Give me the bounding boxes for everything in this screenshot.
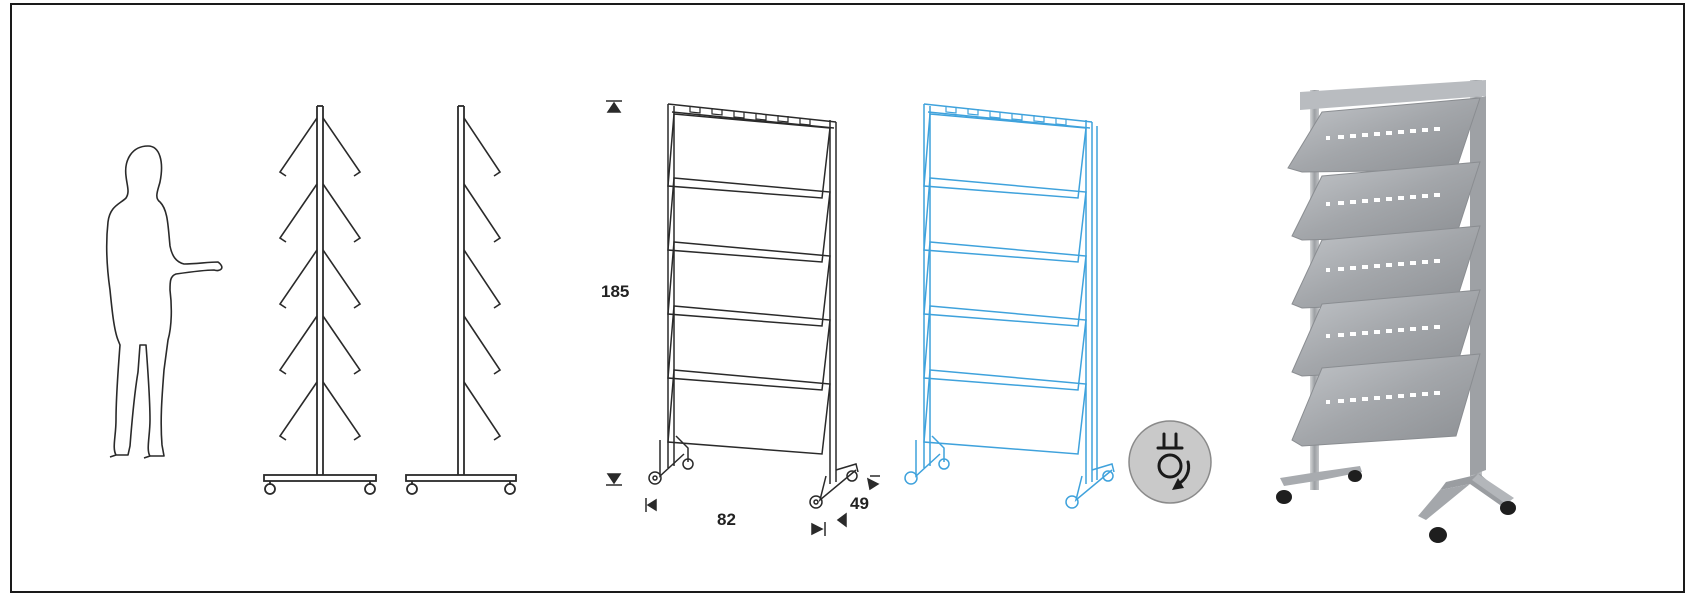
- person-silhouette: [105, 145, 223, 459]
- front-perspective-drawing: [648, 103, 859, 509]
- shelf-slots-5: [1326, 391, 1440, 404]
- dimension-markers: [606, 100, 880, 536]
- shelf-slots-2: [1326, 193, 1440, 206]
- rotate-caster-icon: [1128, 420, 1212, 504]
- shelf-slots-1: [1326, 127, 1440, 140]
- side-view-double: [263, 105, 377, 495]
- shelf-slots-3: [1326, 259, 1440, 272]
- height-dimension: 185: [601, 282, 630, 301]
- width-dimension: 82: [717, 510, 736, 529]
- shelf-slots-4: [1326, 325, 1440, 338]
- blueprint-drawing: [904, 103, 1115, 509]
- side-view-single: [405, 105, 517, 495]
- depth-dimension: 49: [850, 494, 869, 513]
- product-photo: [1276, 80, 1516, 543]
